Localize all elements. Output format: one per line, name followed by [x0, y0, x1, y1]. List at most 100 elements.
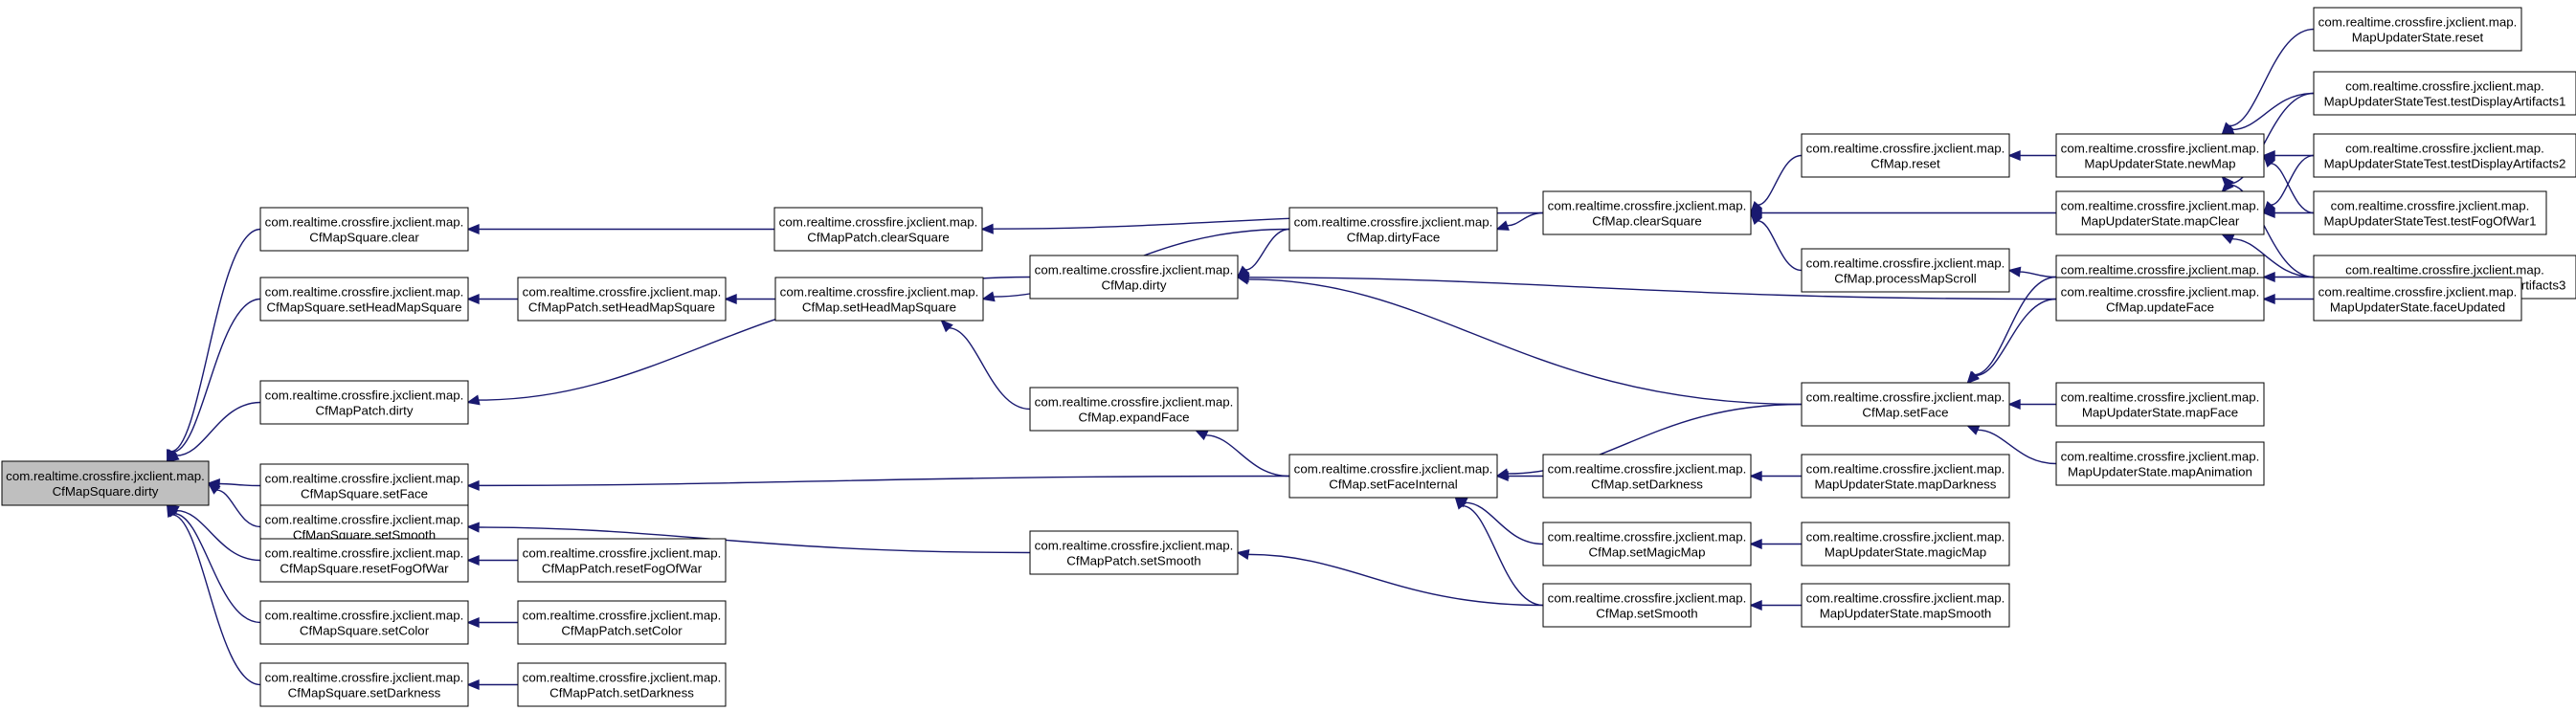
- edge-line: [173, 512, 261, 624]
- edge-line: [1975, 298, 2057, 377]
- edge-line: [1758, 220, 1803, 272]
- node-label: com.realtime.crossfire.jxclient.map.: [1806, 591, 2005, 606]
- node-label: com.realtime.crossfire.jxclient.map.: [523, 609, 722, 623]
- edge-line: [2271, 163, 2315, 214]
- call-edge: [2007, 149, 2057, 162]
- arrowhead: [466, 554, 480, 567]
- graph-node[interactable]: com.realtime.crossfire.jxclient.map.CfMa…: [259, 277, 469, 322]
- graph-node[interactable]: com.realtime.crossfire.jxclient.map.MapU…: [2313, 190, 2547, 235]
- graph-node[interactable]: com.realtime.crossfire.jxclient.map.MapU…: [1801, 454, 2010, 499]
- arrowhead: [466, 522, 480, 533]
- graph-node[interactable]: com.realtime.crossfire.jxclient.map.CfMa…: [1029, 387, 1239, 432]
- call-edge: [1749, 207, 2056, 219]
- node-label: com.realtime.crossfire.jxclient.map.: [265, 285, 464, 300]
- node-label: MapUpdaterState.newMap: [2084, 157, 2235, 171]
- node-label: com.realtime.crossfire.jxclient.map.: [1548, 530, 1747, 544]
- call-edge: [466, 554, 518, 567]
- node-label: CfMap.setHeadMapSquare: [802, 300, 956, 315]
- graph-node[interactable]: com.realtime.crossfire.jxclient.map.CfMa…: [259, 662, 469, 707]
- call-edge: [1453, 497, 1544, 545]
- graph-node[interactable]: com.realtime.crossfire.jxclient.map.CfMa…: [517, 662, 727, 707]
- node-label: MapUpdaterState.mapSmooth: [1820, 607, 1992, 621]
- node-box: [1801, 133, 2010, 178]
- call-edge: [1749, 599, 1802, 611]
- edge-line: [1247, 553, 1544, 607]
- graph-node[interactable]: com.realtime.crossfire.jxclient.map.MapU…: [2313, 277, 2522, 322]
- graph-node[interactable]: com.realtime.crossfire.jxclient.map.MapU…: [2313, 133, 2576, 178]
- node-box: [259, 207, 469, 252]
- arrowhead: [1236, 549, 1250, 560]
- graph-node[interactable]: com.realtime.crossfire.jxclient.map.MapU…: [2055, 133, 2265, 178]
- node-label: CfMapSquare.resetFogOfWar: [280, 562, 449, 576]
- node-label: com.realtime.crossfire.jxclient.map.: [2331, 199, 2530, 213]
- call-edge: [466, 678, 518, 691]
- node-label: com.realtime.crossfire.jxclient.map.: [2318, 15, 2518, 30]
- node-box: [1029, 255, 1239, 300]
- arrowhead: [466, 223, 480, 235]
- node-box: [2055, 190, 2265, 235]
- edge-line: [478, 475, 1290, 487]
- call-edge: [2221, 92, 2315, 193]
- arrowhead: [466, 394, 481, 406]
- graph-node[interactable]: com.realtime.crossfire.jxclient.map.CfMa…: [517, 277, 727, 322]
- graph-node[interactable]: com.realtime.crossfire.jxclient.map.MapU…: [1801, 522, 2010, 567]
- graph-node[interactable]: com.realtime.crossfire.jxclient.map.MapU…: [2055, 190, 2265, 235]
- edge-line: [1974, 276, 2057, 376]
- edge-line: [2231, 92, 2315, 131]
- arrowhead: [981, 291, 996, 302]
- node-label: MapUpdaterStateTest.testDisplayArtifacts…: [2324, 157, 2566, 171]
- call-edge: [166, 401, 261, 462]
- graph-node[interactable]: com.realtime.crossfire.jxclient.map.CfMa…: [517, 538, 727, 583]
- edge-line: [1758, 154, 1803, 206]
- graph-node[interactable]: com.realtime.crossfire.jxclient.map.CfMa…: [1542, 190, 1752, 235]
- graph-node[interactable]: com.realtime.crossfire.jxclient.map.CfMa…: [1801, 382, 2010, 427]
- node-box: [773, 207, 983, 252]
- node-box: [259, 662, 469, 707]
- arrowhead: [2221, 179, 2234, 193]
- edge-line: [2019, 271, 2057, 278]
- graph-node[interactable]: com.realtime.crossfire.jxclient.map.CfMa…: [1542, 583, 1752, 628]
- graph-node[interactable]: com.realtime.crossfire.jxclient.map.MapU…: [2055, 382, 2265, 427]
- graph-node[interactable]: com.realtime.crossfire.jxclient.map.CfMa…: [774, 277, 984, 322]
- node-layer: com.realtime.crossfire.jxclient.map. CfMa…: [1, 7, 2576, 707]
- graph-node[interactable]: com.realtime.crossfire.jxclient.map.CfMa…: [259, 207, 469, 252]
- graph-node[interactable]: com.realtime.crossfire.jxclient.map.MapU…: [2313, 71, 2576, 116]
- graph-node[interactable]: com.realtime.crossfire.jxclient.map.CfMa…: [1801, 133, 2010, 178]
- node-label: CfMap.reset: [1870, 157, 1940, 171]
- arrowhead: [1495, 220, 1510, 231]
- call-edge: [1236, 228, 1290, 278]
- graph-node[interactable]: com.realtime.crossfire.jxclient.map.CfMa…: [1029, 530, 1239, 575]
- arrowhead: [466, 479, 480, 491]
- graph-node[interactable]: com.realtime.crossfire.jxclient.map.CfMa…: [1288, 207, 1498, 252]
- graph-node[interactable]: com.realtime.crossfire.jxclient.map.CfMa…: [259, 538, 469, 583]
- node-box: [1288, 207, 1498, 252]
- edge-line: [171, 514, 261, 686]
- node-box: [1542, 583, 1752, 628]
- graph-node[interactable]: com.realtime.crossfire.jxclient.map.CfMa…: [259, 380, 469, 425]
- graph-node[interactable]: com.realtime.crossfire.jxclient.map.CfMa…: [2055, 277, 2265, 322]
- arrowhead: [1749, 538, 1762, 550]
- graph-node[interactable]: com.realtime.crossfire.jxclient.map.CfMa…: [773, 207, 983, 252]
- graph-node[interactable]: com.realtime.crossfire.jxclient.map.CfMa…: [1801, 248, 2010, 293]
- root-node[interactable]: com.realtime.crossfire.jxclient.map.CfMa…: [1, 460, 210, 506]
- graph-node[interactable]: com.realtime.crossfire.jxclient.map.CfMa…: [259, 600, 469, 645]
- call-edge: [2007, 266, 2057, 278]
- graph-node[interactable]: com.realtime.crossfire.jxclient.map.MapU…: [2055, 441, 2265, 486]
- graph-node[interactable]: com.realtime.crossfire.jxclient.map.CfMa…: [1288, 454, 1498, 499]
- node-label: CfMapSquare.setFace: [301, 487, 428, 501]
- graph-node[interactable]: com.realtime.crossfire.jxclient.map.CfMa…: [517, 600, 727, 645]
- node-label: com.realtime.crossfire.jxclient.map.: [1548, 462, 1747, 477]
- graph-node[interactable]: com.realtime.crossfire.jxclient.map.CfMa…: [1542, 522, 1752, 567]
- graph-node[interactable]: com.realtime.crossfire.jxclient.map.CfMa…: [1029, 255, 1239, 300]
- graph-node[interactable]: com.realtime.crossfire.jxclient.map.MapU…: [2313, 7, 2522, 52]
- call-edge: [2262, 271, 2314, 283]
- graph-node[interactable]: com.realtime.crossfire.jxclient.map.CfMa…: [259, 463, 469, 508]
- call-edge: [167, 228, 261, 463]
- node-label: com.realtime.crossfire.jxclient.map.: [1548, 591, 1747, 606]
- graph-node[interactable]: com.realtime.crossfire.jxclient.map.MapU…: [1801, 583, 2010, 628]
- edge-line: [1507, 211, 1544, 227]
- edge-line: [2271, 154, 2315, 206]
- edge-line: [172, 298, 261, 454]
- node-box: [1542, 454, 1752, 499]
- graph-node[interactable]: com.realtime.crossfire.jxclient.map.CfMa…: [1542, 454, 1752, 499]
